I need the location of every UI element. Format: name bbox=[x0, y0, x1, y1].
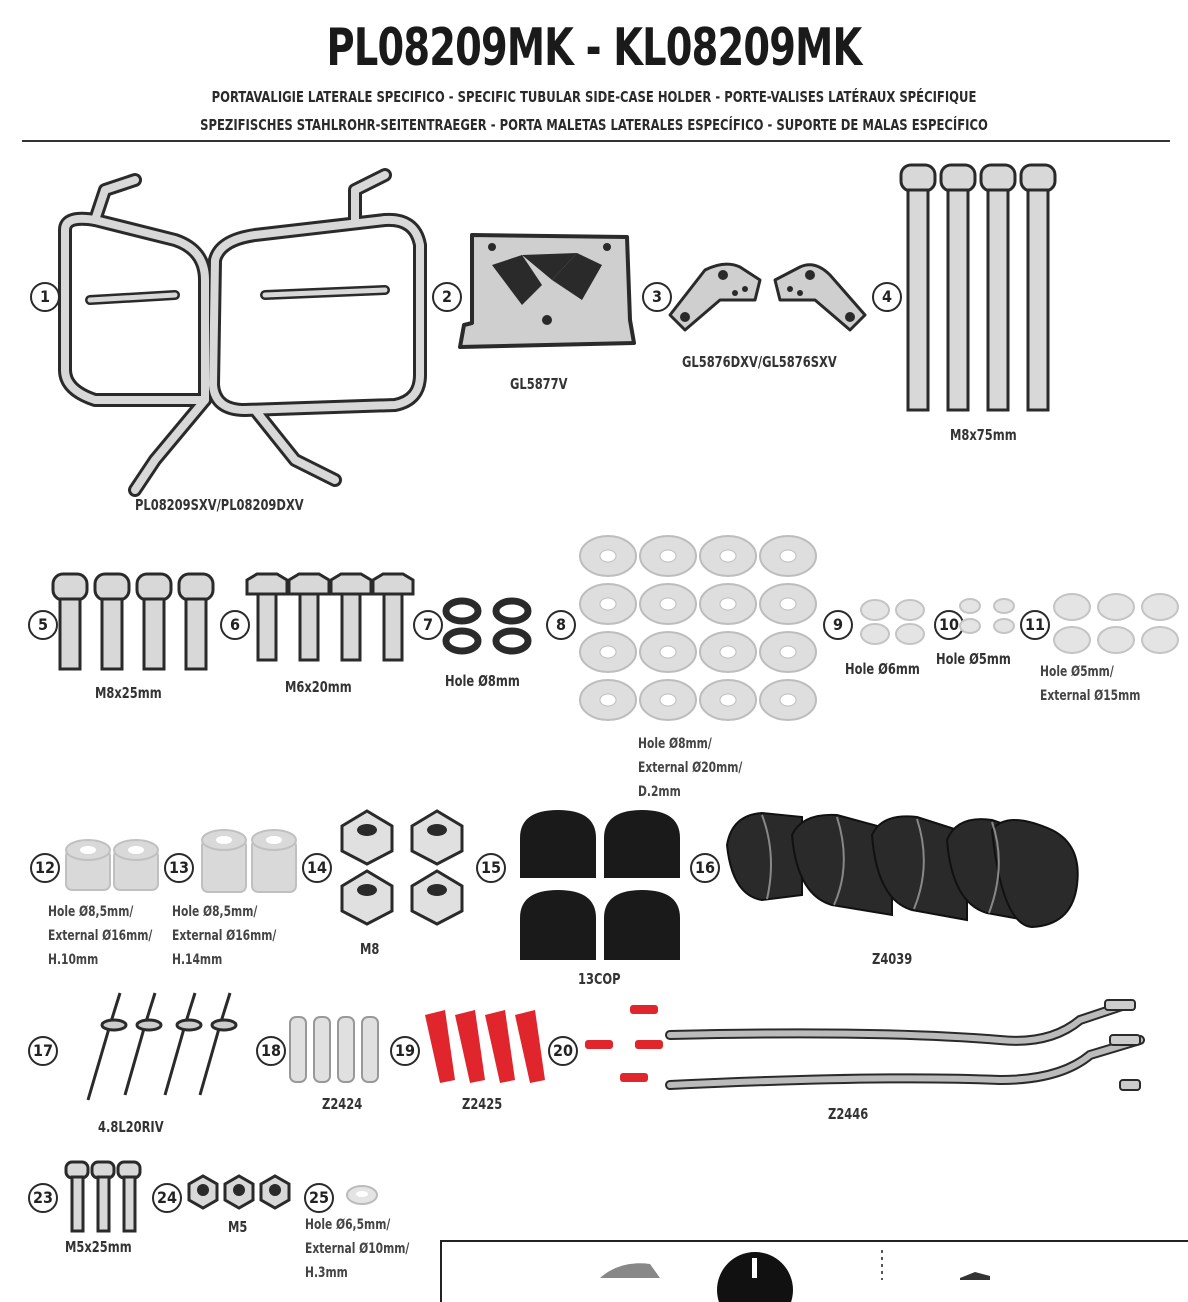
part-5-number: 5 bbox=[28, 610, 58, 640]
part-25-spec-line: External Ø10mm/ bbox=[305, 1241, 410, 1257]
part-15-label: 13COP bbox=[578, 970, 621, 988]
part-12-number: 12 bbox=[30, 853, 60, 883]
part-7-label: Hole Ø8mm bbox=[445, 672, 520, 690]
part-8-flat-washers-illustration bbox=[579, 535, 817, 721]
installation-detail-box bbox=[440, 1240, 1188, 1302]
part-24-nuts-illustration bbox=[187, 1174, 291, 1210]
part-19-label: Z2425 bbox=[462, 1095, 503, 1113]
part-3-brackets-illustration bbox=[668, 262, 867, 332]
part-19-number: 19 bbox=[390, 1036, 420, 1066]
part-4-label: M8x75mm bbox=[950, 426, 1017, 444]
part-17-label: 4.8L20RIV bbox=[98, 1118, 164, 1136]
part-20-number: 20 bbox=[548, 1036, 578, 1066]
part-14-size-label: M8 bbox=[360, 940, 380, 958]
part-20-label: Z2446 bbox=[828, 1105, 869, 1123]
part-24-label: M5 bbox=[228, 1218, 248, 1236]
part-6-label: M6x20mm bbox=[285, 678, 352, 696]
part-16-number: 16 bbox=[690, 853, 720, 883]
part-7-number: 7 bbox=[413, 610, 443, 640]
part-12-spacers-illustration bbox=[65, 839, 159, 891]
part-20-wiring-illustration bbox=[585, 999, 1145, 1091]
part-5-label: M8x25mm bbox=[95, 684, 162, 702]
part-23-bolts-illustration bbox=[64, 1160, 142, 1233]
part-1-label: PL08209SXV/PL08209DXV bbox=[135, 496, 304, 514]
part-12-spec-line: External Ø16mm/ bbox=[48, 928, 153, 944]
part-13-spacers-illustration bbox=[201, 829, 297, 893]
part-13-specs: Hole Ø8,5mm/ External Ø16mm/ H.14mm bbox=[172, 900, 276, 972]
part-17-rivets-illustration bbox=[86, 992, 238, 1101]
part-7-lock-washers-illustration bbox=[442, 597, 532, 655]
part-15-number: 15 bbox=[476, 853, 506, 883]
part-16-label: Z4039 bbox=[872, 950, 913, 968]
part-11-spec-line: Hole Ø5mm/ bbox=[1040, 664, 1114, 680]
part-13-spec-line: External Ø16mm/ bbox=[172, 928, 277, 944]
subtitle-line-1: PORTAVALIGIE LATERALE SPECIFICO - SPECIF… bbox=[211, 88, 977, 106]
part-25-specs: Hole Ø6,5mm/ External Ø10mm/ H.3mm bbox=[305, 1213, 409, 1285]
part-8-specs: Hole Ø8mm/ External Ø20mm/ D.2mm bbox=[638, 732, 742, 804]
part-15-caps-illustration bbox=[520, 810, 680, 960]
part-2-plate-illustration bbox=[458, 233, 636, 349]
part-11-number: 11 bbox=[1020, 610, 1050, 640]
part-9-label: Hole Ø6mm bbox=[845, 660, 920, 678]
part-12-spec-line: H.10mm bbox=[48, 952, 99, 968]
part-11-specs: Hole Ø5mm/ External Ø15mm bbox=[1040, 660, 1140, 708]
part-10-number: 10 bbox=[934, 610, 964, 640]
part-24-number: 24 bbox=[152, 1183, 182, 1213]
part-12-spec-line: Hole Ø8,5mm/ bbox=[48, 904, 134, 920]
part-23-label: M5x25mm bbox=[65, 1238, 132, 1256]
part-9-washers-illustration bbox=[860, 599, 925, 645]
part-17-number: 17 bbox=[28, 1036, 58, 1066]
part-6-bolts-illustration bbox=[245, 572, 415, 662]
part-25-spec-line: Hole Ø6,5mm/ bbox=[305, 1217, 391, 1233]
part-14-nuts-illustration bbox=[340, 809, 464, 926]
header-divider bbox=[22, 140, 1170, 142]
part-8-spec-line: External Ø20mm/ bbox=[638, 760, 743, 776]
part-6-number: 6 bbox=[220, 610, 250, 640]
part-10-label: Hole Ø5mm bbox=[936, 650, 1011, 668]
part-4-number: 4 bbox=[872, 282, 902, 312]
part-1-frame-illustration bbox=[58, 168, 427, 497]
part-14-number: 14 bbox=[302, 853, 332, 883]
part-3-number: 3 bbox=[642, 282, 672, 312]
part-25-number: 25 bbox=[304, 1183, 334, 1213]
part-12-specs: Hole Ø8,5mm/ External Ø16mm/ H.10mm bbox=[48, 900, 152, 972]
part-13-spec-line: H.14mm bbox=[172, 952, 223, 968]
part-18-number: 18 bbox=[256, 1036, 286, 1066]
part-1-number: 1 bbox=[30, 282, 60, 312]
part-2-number: 2 bbox=[432, 282, 462, 312]
part-11-washers-illustration bbox=[1053, 593, 1179, 654]
part-8-spec-line: Hole Ø8mm/ bbox=[638, 736, 712, 752]
part-13-spec-line: Hole Ø8,5mm/ bbox=[172, 904, 258, 920]
part-11-spec-line: External Ø15mm bbox=[1040, 688, 1141, 704]
part-4-long-bolts-illustration bbox=[899, 163, 1057, 412]
part-2-label: GL5877V bbox=[510, 375, 568, 393]
part-5-bolts-illustration bbox=[51, 572, 215, 671]
part-25-washer-illustration bbox=[346, 1185, 378, 1205]
part-3-label: GL5876DXV/GL5876SXV bbox=[682, 353, 837, 371]
subtitle-line-2: SPEZIFISCHES STAHLROHR-SEITENTRAEGER - P… bbox=[200, 116, 988, 134]
part-9-number: 9 bbox=[823, 610, 853, 640]
part-19-red-connectors-illustration bbox=[425, 1010, 545, 1083]
part-18-label: Z2424 bbox=[322, 1095, 363, 1113]
part-18-connectors-illustration bbox=[289, 1016, 379, 1083]
part-16-grommets-illustration bbox=[725, 811, 1079, 929]
part-23-number: 23 bbox=[28, 1183, 58, 1213]
part-13-number: 13 bbox=[164, 853, 194, 883]
part-8-number: 8 bbox=[546, 610, 576, 640]
part-8-spec-line: D.2mm bbox=[638, 784, 681, 800]
installation-detail-fragments bbox=[600, 1250, 990, 1302]
document-title: PL08209MK - KL08209MK bbox=[326, 18, 863, 78]
part-10-washers-illustration bbox=[959, 598, 1015, 634]
part-25-spec-line: H.3mm bbox=[305, 1265, 348, 1281]
